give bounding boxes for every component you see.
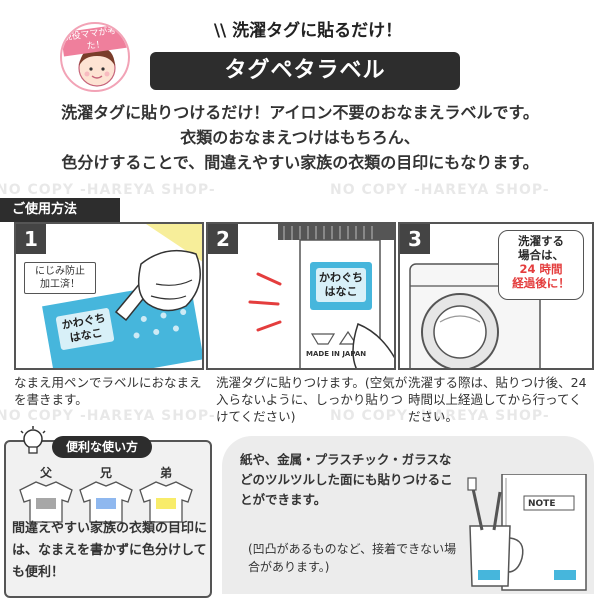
shirts-illustration <box>19 481 193 523</box>
wash-warning-bubble: 洗濯する 場合は、 24 時間 経過後に！ <box>498 230 584 300</box>
wash-warning-line-4: 経過後に！ <box>512 276 570 290</box>
bleed-proof-note: にじみ防止 加工済！ <box>24 262 96 294</box>
step-1-panel: 1 にじみ防止 加工済！ かわぐち はなこ <box>14 222 204 370</box>
step-3-number: 3 <box>400 224 430 254</box>
intro-line-1: 洗濯タグに貼りつけるだけ！アイロン不要のおなまえラベルです。 <box>61 103 539 122</box>
notebook-and-cup-illustration <box>467 474 587 591</box>
watermark-1: NO COPY -HAREYA SHOP- <box>0 182 216 198</box>
watermark-2: NO COPY -HAREYA SHOP- <box>330 182 550 198</box>
lightbulb-icon <box>20 426 46 454</box>
top-tagline: \\ 洗濯タグに貼るだけ！ <box>178 16 438 41</box>
wash-warning-line-3: 24 時間 <box>519 262 563 276</box>
step-3-description: 洗濯する際は、貼りつけ後、24 時間以上経過してから行ってください。 <box>408 375 587 424</box>
product-title: タグペタラベル <box>150 52 460 90</box>
tip-body: 間違えやすい家族の衣類の目印には、なまえを書かずに色分けしても便利！ <box>12 521 208 580</box>
notebook-label: NOTE <box>528 499 556 509</box>
usage-heading: ご使用方法 <box>0 198 120 222</box>
step-1-description: なまえ用ペンでラベルにおなまえを書きます。 <box>14 375 202 407</box>
shirt-label-brother: 兄 <box>100 466 113 480</box>
intro-text: 洗濯タグに貼りつけるだけ！アイロン不要のおなまえラベルです。 衣類のおなまえつけ… <box>0 100 600 175</box>
shirt-label-father: 父 <box>40 466 53 480</box>
wash-warning-line-1: 洗濯する <box>518 234 564 248</box>
slash-decoration: \\ <box>213 21 233 41</box>
top-tagline-text: 洗濯タグに貼るだけ！ <box>232 21 403 41</box>
bleed-proof-note-text: にじみ防止 加工済！ <box>35 266 85 290</box>
wash-warning-line-2: 場合は、 <box>518 248 564 262</box>
watermark-4: NO COPY -HAREYA SHOP- <box>330 408 550 424</box>
info-sub-text: (凹凸があるものなど、接着できない場合があります。) <box>248 542 457 574</box>
info-main-text: 紙や、金属・プラスチック・ガラスなどのツルツルした面にも貼りつけることができます… <box>240 452 453 507</box>
mom-badge: 現役ママが考えた！ <box>60 22 130 92</box>
step-1-illustration <box>16 224 202 368</box>
made-in-japan-text: MADE IN JAPAN <box>306 350 367 358</box>
watermark-3: NO COPY -HAREYA SHOP- <box>0 408 216 424</box>
intro-line-3: 色分けすることで、間違えやすい家族の衣類の目印にもなります。 <box>61 153 539 172</box>
step-2-description: 洗濯タグに貼りつけます。(空気が入らないように、しっかり貼りつけてください) <box>216 375 408 424</box>
step-2-panel: 2 かわぐち はなこ MADE IN JAPAN <box>206 222 396 370</box>
step-3-panel: 3 洗濯する 場合は、 24 時間 経過後に！ <box>398 222 594 370</box>
step-2-number: 2 <box>208 224 238 254</box>
step-1-number: 1 <box>16 224 46 254</box>
intro-line-2: 衣類のおなまえつけはもちろん、 <box>180 128 420 147</box>
tip-title: 便利な使い方 <box>52 436 152 458</box>
step-2-name-label: かわぐち はなこ <box>316 268 366 302</box>
shirt-label-younger-brother: 弟 <box>160 466 173 480</box>
